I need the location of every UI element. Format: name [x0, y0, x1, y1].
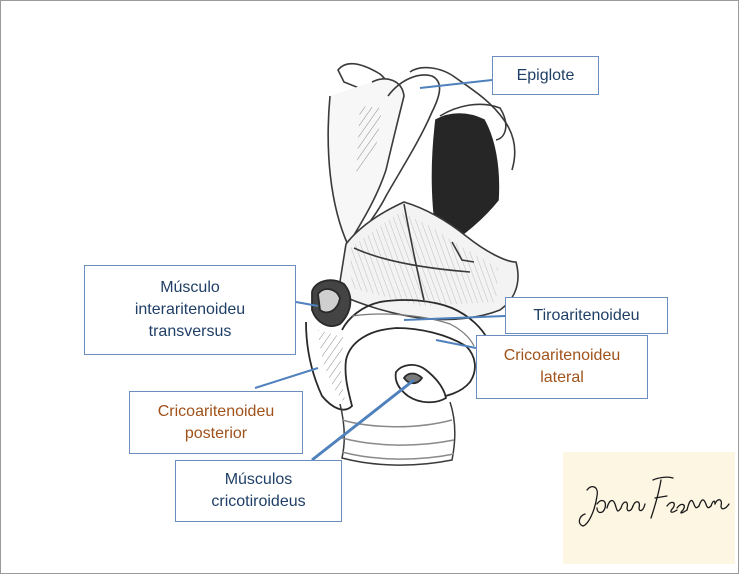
label-epiglote: Epiglote: [492, 56, 599, 95]
label-tiroaritenoideu: Tiroaritenoideu: [505, 297, 668, 334]
label-cricoaritenoideu-posterior: Cricoaritenoideu posterior: [129, 391, 303, 454]
leader-line-cricoaritenoideu-posterior: [255, 368, 318, 388]
label-musculos-cricotiroideus: Músculos cricotiroideus: [175, 460, 342, 522]
label-cricoaritenoideu-lateral: Cricoaritenoideu lateral: [476, 335, 648, 399]
leader-line-epiglote: [420, 80, 492, 88]
artist-signature: [563, 452, 735, 564]
signature-panel: [563, 452, 735, 564]
trachea-sketch: [340, 402, 455, 465]
label-interaritenoideu-transversus: Músculo interaritenoideu transversus: [84, 265, 296, 355]
leader-line-cricotiroideus: [312, 380, 414, 460]
